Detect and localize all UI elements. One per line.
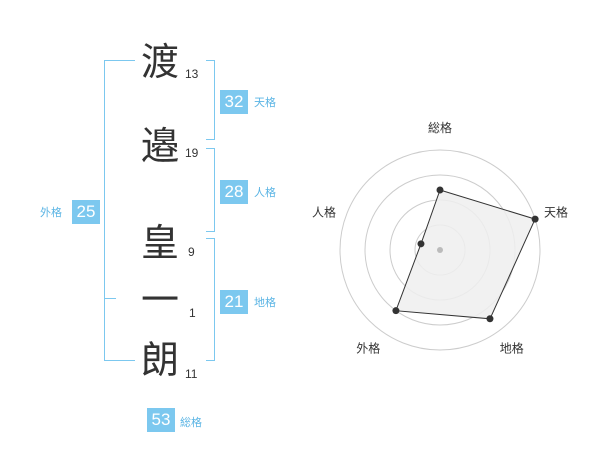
gaikaku-label: 外格	[40, 206, 62, 219]
radar-center-dot	[437, 247, 443, 253]
jinkaku-badge: 28	[220, 180, 248, 204]
soukaku-label: 総格	[180, 416, 202, 429]
stroke-count-4: 1	[189, 306, 196, 320]
tenkaku-badge: 32	[220, 90, 248, 114]
gaikaku-badge: 25	[72, 200, 100, 224]
tenkaku-label: 天格	[254, 96, 276, 109]
jinkaku-bracket	[206, 148, 215, 232]
chikaku-badge: 21	[220, 290, 248, 314]
soukaku-badge: 53	[147, 408, 175, 432]
radar-grid-ring	[339, 149, 541, 351]
radar-axis-label-1: 総格	[428, 120, 452, 135]
name-char-3: 皇	[140, 221, 179, 265]
radar-axis-label-4: 外格	[356, 341, 380, 356]
radar-point-1	[436, 186, 444, 194]
radar-axis-label-3: 地格	[500, 341, 524, 356]
chikaku-bracket	[206, 238, 215, 361]
radar-data-polygon	[395, 189, 536, 320]
stroke-count-1: 13	[185, 67, 199, 81]
stroke-count-5: 11	[185, 367, 198, 381]
name-char-4: 一	[140, 278, 179, 322]
radar-point-4	[392, 307, 400, 315]
radar-point-3	[486, 315, 494, 323]
jinkaku-label: 人格	[254, 186, 276, 199]
stroke-count-3: 9	[188, 245, 195, 259]
chikaku-label: 地格	[254, 296, 276, 309]
name-char-5: 朗	[140, 338, 179, 382]
tenkaku-bracket	[206, 60, 215, 140]
radar-point-5	[417, 240, 425, 248]
radar-point-2	[531, 215, 539, 223]
radar-axis-label-5: 人格	[312, 204, 336, 219]
gaikaku-bracket-split	[104, 298, 116, 299]
name-char-2: 邉	[140, 124, 179, 168]
name-char-1: 渡	[140, 40, 179, 84]
stroke-count-2: 19	[185, 146, 199, 160]
gaikaku-bracket	[104, 60, 135, 361]
radar-axis-label-2: 天格	[544, 204, 568, 219]
